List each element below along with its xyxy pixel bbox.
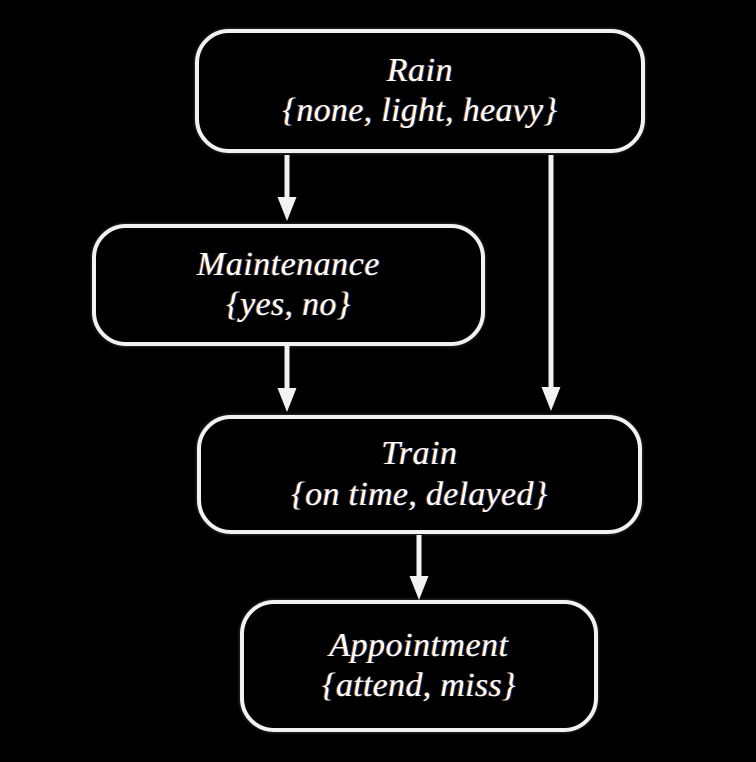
node-appointment-name: Appointment [329, 626, 509, 664]
node-maintenance-name: Maintenance [197, 245, 380, 283]
node-rain-name: Rain [386, 51, 454, 89]
node-rain-values: {none, light, heavy} [282, 92, 558, 129]
edge-train-to-appointment [399, 533, 439, 603]
node-train[interactable]: Train {on time, delayed} [197, 415, 642, 534]
edge-rain-to-maintenance [267, 153, 307, 225]
edge-rain-to-train [531, 153, 571, 415]
node-rain[interactable]: Rain {none, light, heavy} [195, 29, 645, 153]
node-train-values: {on time, delayed} [291, 475, 548, 513]
node-appointment[interactable]: Appointment {attend, miss} [240, 600, 598, 732]
node-train-name: Train [381, 435, 458, 473]
node-maintenance-values: {yes, no} [226, 286, 351, 323]
node-appointment-values: {attend, miss} [322, 667, 516, 704]
node-maintenance[interactable]: Maintenance {yes, no} [92, 224, 485, 346]
edge-maintenance-to-train [267, 344, 307, 416]
